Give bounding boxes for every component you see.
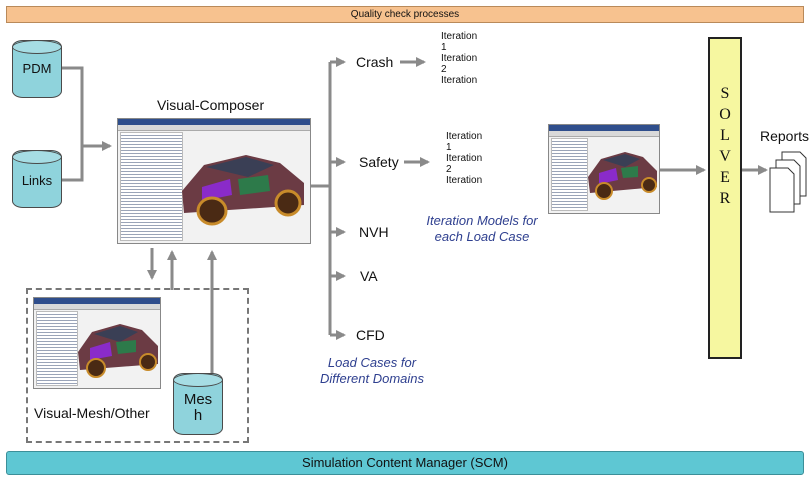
mesh-database-icon: Mes h xyxy=(173,373,223,435)
visual-mesh-screenshot xyxy=(33,297,161,389)
branch-trunk xyxy=(311,62,332,335)
load-case-crash: Crash xyxy=(356,54,394,70)
scm-banner: Simulation Content Manager (SCM) xyxy=(6,451,804,475)
mesh-label-line2: h xyxy=(193,407,203,424)
load-case-safety: Safety xyxy=(359,154,399,170)
links-connector xyxy=(62,146,84,182)
links-label: Links xyxy=(21,173,53,188)
iteration-model-screenshot xyxy=(548,124,660,214)
reports-documents-icon xyxy=(769,151,807,213)
iteration-car-model-icon xyxy=(588,152,657,200)
load-case-cfd: CFD xyxy=(356,327,385,343)
load-case-nvh: NVH xyxy=(359,224,389,240)
visual-composer-label: Visual-Composer xyxy=(157,97,265,113)
quality-check-banner: Quality check processes xyxy=(6,6,804,23)
pdm-label: PDM xyxy=(22,61,52,76)
visual-mesh-label: Visual-Mesh/Other xyxy=(34,405,150,421)
pdm-connector xyxy=(62,66,84,146)
car-model-icon xyxy=(182,155,304,226)
links-database-icon: Links xyxy=(12,150,62,208)
mesh-label-line1: Mes xyxy=(183,391,213,408)
visual-composer-screenshot xyxy=(117,118,311,244)
visual-mesh-group xyxy=(26,288,249,443)
mesh-car-model-icon xyxy=(78,324,158,378)
pdm-database-icon: PDM xyxy=(12,40,62,98)
reports-label: Reports xyxy=(760,128,810,144)
load-case-va: VA xyxy=(360,268,378,284)
